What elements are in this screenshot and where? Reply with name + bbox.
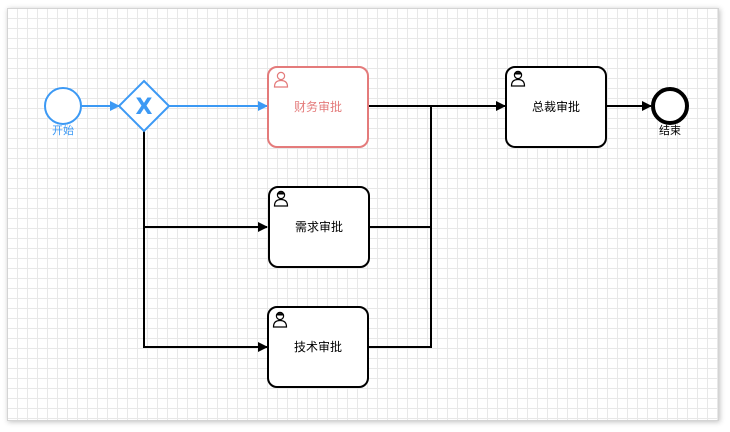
bpmn-diagram: 开始 X 财务审批 需求审批: [44, 66, 689, 388]
user-icon: [273, 71, 289, 88]
user-icon: [273, 190, 289, 207]
flow-technical-to-merge[interactable]: [369, 227, 432, 348]
user-icon: [510, 70, 526, 87]
task-technical-label: 技术审批: [294, 339, 342, 354]
task-finance-approval[interactable]: 财务审批: [267, 66, 369, 148]
end-event-label: 结束: [659, 124, 681, 137]
task-technical-approval[interactable]: 技术审批: [267, 306, 369, 388]
start-event[interactable]: 开始: [44, 87, 82, 137]
end-event[interactable]: 结束: [651, 87, 689, 137]
task-requirement-approval[interactable]: 需求审批: [268, 186, 370, 268]
gateway-x-icon: X: [136, 95, 153, 120]
diagram-canvas[interactable]: 开始 X 财务审批 需求审批: [7, 8, 719, 421]
task-ceo-label: 总裁审批: [532, 99, 580, 114]
task-ceo-approval[interactable]: 总裁审批: [505, 66, 607, 148]
flow-gateway-to-requirement[interactable]: [143, 131, 268, 232]
start-event-label: 开始: [52, 123, 74, 137]
task-finance-label: 财务审批: [294, 99, 342, 114]
flow-gateway-to-technical[interactable]: [143, 227, 268, 352]
user-icon: [272, 311, 288, 328]
flow-requirement-to-merge[interactable]: [369, 106, 432, 228]
task-requirement-label: 需求审批: [295, 219, 343, 234]
exclusive-gateway[interactable]: X: [117, 79, 171, 133]
